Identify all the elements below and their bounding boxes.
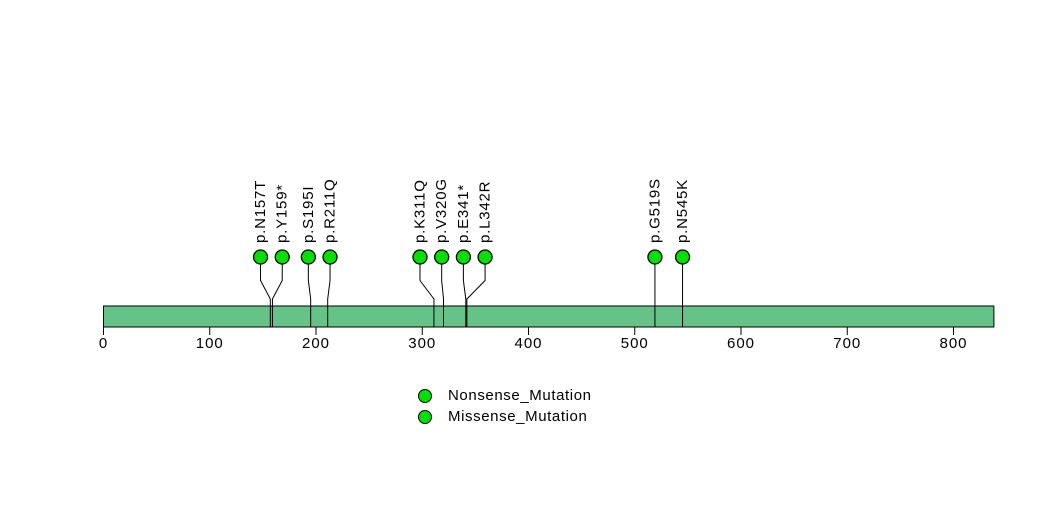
mutation-marker	[300, 249, 316, 265]
axis-tick-label: 600	[727, 335, 755, 352]
mutation-label: p.L342R	[477, 181, 494, 243]
axis-tick-label: 200	[302, 335, 330, 352]
mutation-marker	[412, 249, 428, 265]
legend: Nonsense_Mutation Missense_Mutation	[418, 385, 592, 427]
axis-tick-label: 100	[196, 335, 224, 352]
axis-tick-label: 300	[408, 335, 436, 352]
mutation-marker	[647, 249, 663, 265]
mutation-stem	[307, 264, 312, 327]
mutation-stem	[462, 264, 467, 327]
mutation-stem	[419, 264, 435, 327]
legend-item-nonsense: Nonsense_Mutation	[418, 385, 592, 406]
axis-tick-label: 400	[514, 335, 542, 352]
missense-mutation-marker-icon	[418, 409, 432, 424]
mutation-stem	[327, 264, 331, 327]
mutation-label: p.N545K	[674, 179, 691, 243]
mutation-label: p.N157T	[252, 180, 269, 243]
mutation-label: p.V320G	[433, 178, 450, 243]
gene-bar	[103, 305, 995, 328]
mutation-marker	[274, 249, 290, 265]
mutation-marker	[322, 249, 338, 265]
mutation-label: p.R211Q	[322, 178, 339, 243]
mutation-stem	[260, 264, 271, 327]
mutation-marker	[455, 249, 472, 265]
mutation-label: p.Y159*	[274, 184, 291, 243]
axis-tick-label: 700	[833, 335, 861, 352]
mutation-stem	[271, 264, 283, 327]
mutation-label: p.G519S	[646, 178, 663, 243]
legend-label-missense: Missense_Mutation	[448, 408, 588, 425]
mutation-label: p.K311Q	[411, 179, 428, 243]
mutation-stem	[466, 264, 486, 327]
axis-tick-label: 0	[99, 335, 108, 352]
mutation-label: p.S195I	[300, 186, 317, 243]
legend-label-nonsense: Nonsense_Mutation	[448, 387, 592, 404]
mutation-marker	[477, 249, 493, 265]
axis-tick-label: 500	[621, 335, 649, 352]
axis-tick-label: 800	[939, 335, 967, 352]
mutation-marker	[434, 249, 450, 265]
mutation-marker	[674, 249, 691, 265]
mutation-label: p.E341*	[455, 184, 472, 243]
nonsense-mutation-marker-icon	[418, 388, 432, 403]
legend-item-missense: Missense_Mutation	[418, 406, 592, 427]
mutation-stem	[441, 264, 444, 327]
mutation-marker	[252, 249, 269, 265]
